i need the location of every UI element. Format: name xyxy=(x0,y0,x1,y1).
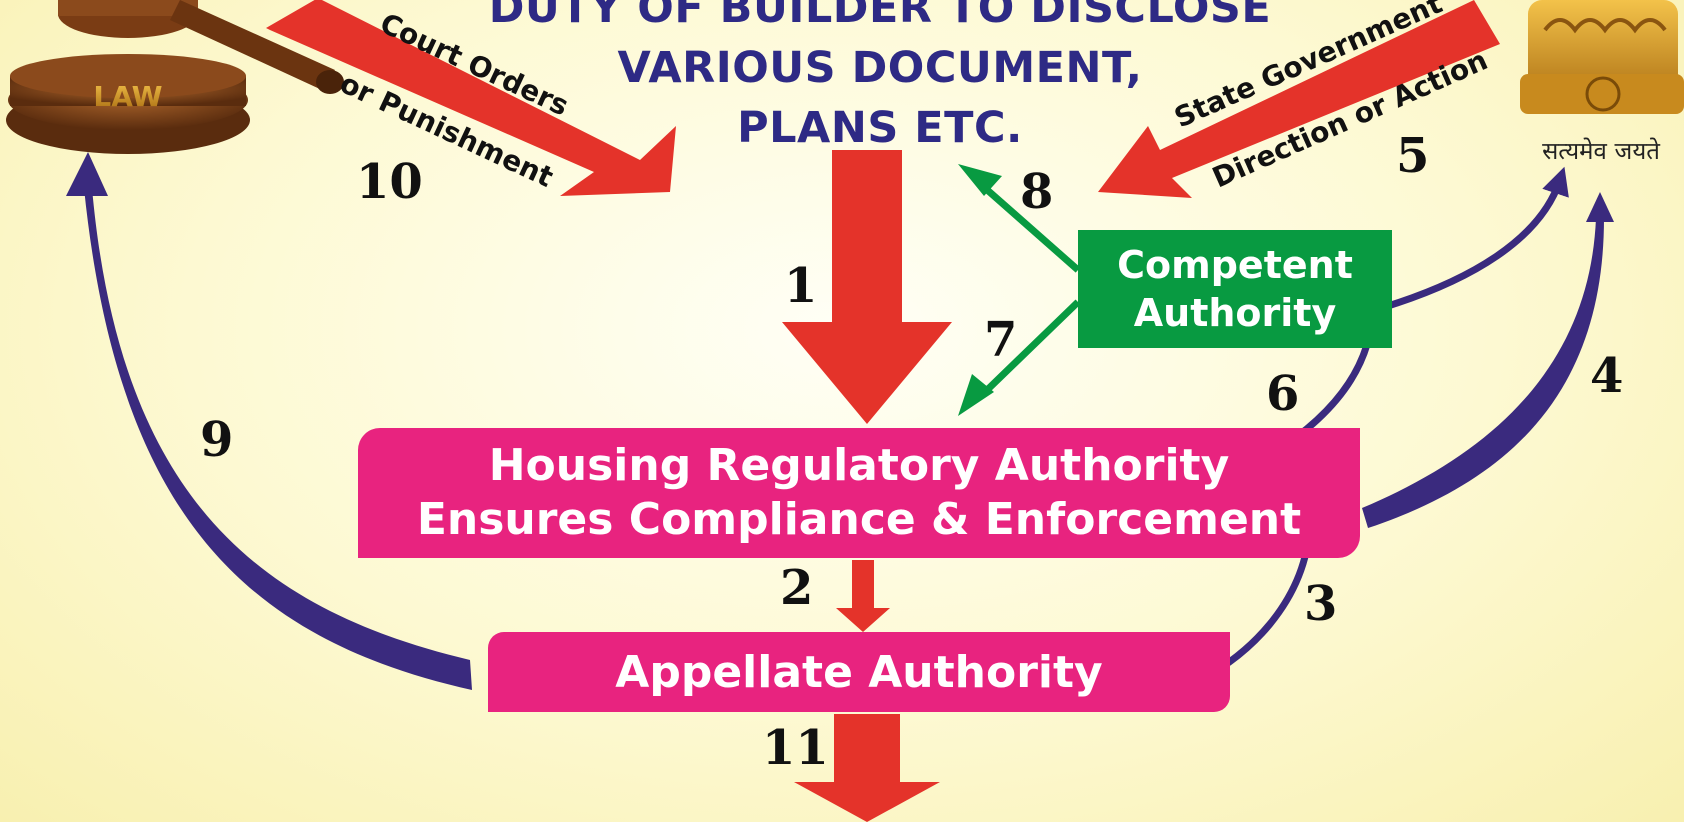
step-number-2: 2 xyxy=(780,560,813,616)
gavel-law-icon: LAW xyxy=(6,0,344,154)
step-number-5: 5 xyxy=(1396,128,1429,184)
arrow-4-to-emblem xyxy=(1362,218,1604,528)
court-orders-arrow xyxy=(266,0,676,196)
appellate-authority-box: Appellate Authority xyxy=(488,632,1230,712)
step-number-6: 6 xyxy=(1266,366,1299,422)
step-number-10: 10 xyxy=(356,154,423,210)
diagram-title: DUTY OF BUILDER TO DISCLOSE VARIOUS DOCU… xyxy=(440,0,1320,158)
green-arrows xyxy=(958,164,1081,416)
step-number-1: 1 xyxy=(784,258,817,314)
step-number-8: 8 xyxy=(1020,164,1053,220)
competent-authority-box: Competent Authority xyxy=(1078,230,1392,348)
state-direction-arrow xyxy=(1098,0,1500,198)
title-line-2: VARIOUS DOCUMENT, xyxy=(617,43,1143,93)
arrow-2-down xyxy=(836,560,890,632)
competent-line-2: Authority xyxy=(1133,291,1337,335)
housing-line-2: Ensures Compliance & Enforcement xyxy=(416,494,1302,545)
step-number-7: 7 xyxy=(984,312,1017,368)
arrow-1-down xyxy=(782,150,952,424)
emblem-motto: सत्यमेव जयते xyxy=(1542,137,1660,165)
arrow-competent-to-emblem xyxy=(1386,166,1569,310)
state-emblem-icon xyxy=(1520,0,1684,114)
arrow-9-to-law xyxy=(84,188,472,690)
housing-regulatory-authority-box: Housing Regulatory Authority Ensures Com… xyxy=(358,428,1360,558)
housing-line-1: Housing Regulatory Authority xyxy=(488,440,1230,491)
step-number-3: 3 xyxy=(1304,576,1337,632)
title-line-1: DUTY OF BUILDER TO DISCLOSE xyxy=(488,0,1272,33)
appellate-label: Appellate Authority xyxy=(615,646,1103,698)
arrow-11-down xyxy=(794,714,940,822)
title-line-3: PLANS ETC. xyxy=(737,103,1023,153)
arrow-9-head xyxy=(66,152,108,196)
gavel-law-label: LAW xyxy=(93,80,162,113)
competent-line-1: Competent xyxy=(1117,243,1353,287)
step-number-9: 9 xyxy=(200,412,233,468)
step-number-11: 11 xyxy=(762,720,829,776)
arrow-4-head xyxy=(1586,192,1614,222)
step-number-4: 4 xyxy=(1590,348,1623,404)
